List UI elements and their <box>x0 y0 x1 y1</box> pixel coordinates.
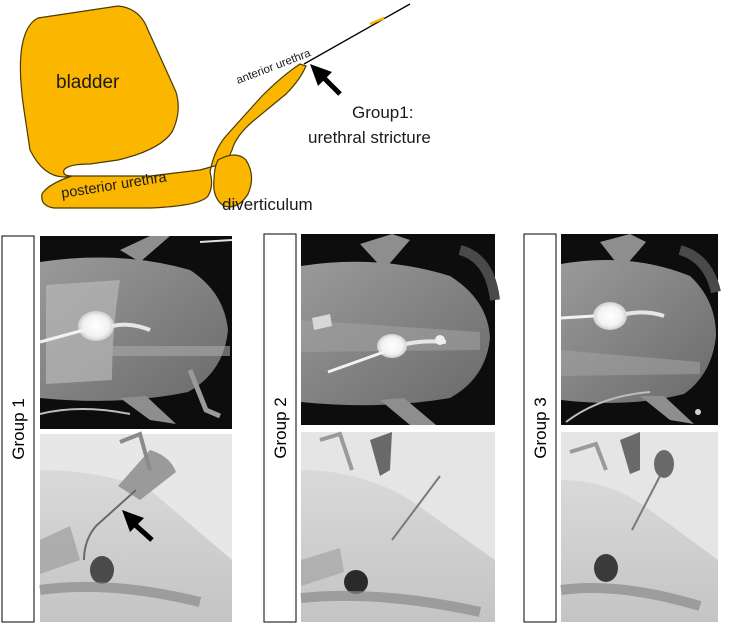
group3-xray-zoom <box>560 432 718 622</box>
group2-panel: Group 2 <box>263 233 500 623</box>
group2-xray-top <box>301 234 500 425</box>
group1-xray-zoom <box>39 431 232 622</box>
group2-label: Group 2 <box>271 397 290 458</box>
label-bladder: bladder <box>56 72 120 93</box>
group2-label-box <box>263 233 297 623</box>
group1-label-box <box>1 235 35 623</box>
group1-panel: Group 1 <box>1 235 233 623</box>
group3-label-box <box>523 233 557 623</box>
bladder-shape <box>19 5 179 178</box>
label-group1-subtitle: urethral stricture <box>308 128 431 147</box>
group3-xray-top <box>560 234 721 425</box>
group1-xray-top <box>39 236 233 429</box>
group3-panel: Group 3 <box>523 233 721 623</box>
stricture-arrow-head <box>310 64 332 86</box>
group1-label: Group 1 <box>9 398 28 459</box>
group1-stricture-arrow-head <box>122 510 144 532</box>
diverticulum-shape <box>213 154 253 208</box>
label-group1-title: Group1: <box>352 103 413 122</box>
label-diverticulum: diverticulum <box>222 195 313 214</box>
urethra-schematic: bladder anterior urethra posterior ureth… <box>19 3 431 214</box>
catheter-line <box>303 3 411 65</box>
group3-label: Group 3 <box>531 397 550 458</box>
catheter-tip-marker <box>369 16 385 26</box>
group2-xray-zoom <box>300 431 495 622</box>
